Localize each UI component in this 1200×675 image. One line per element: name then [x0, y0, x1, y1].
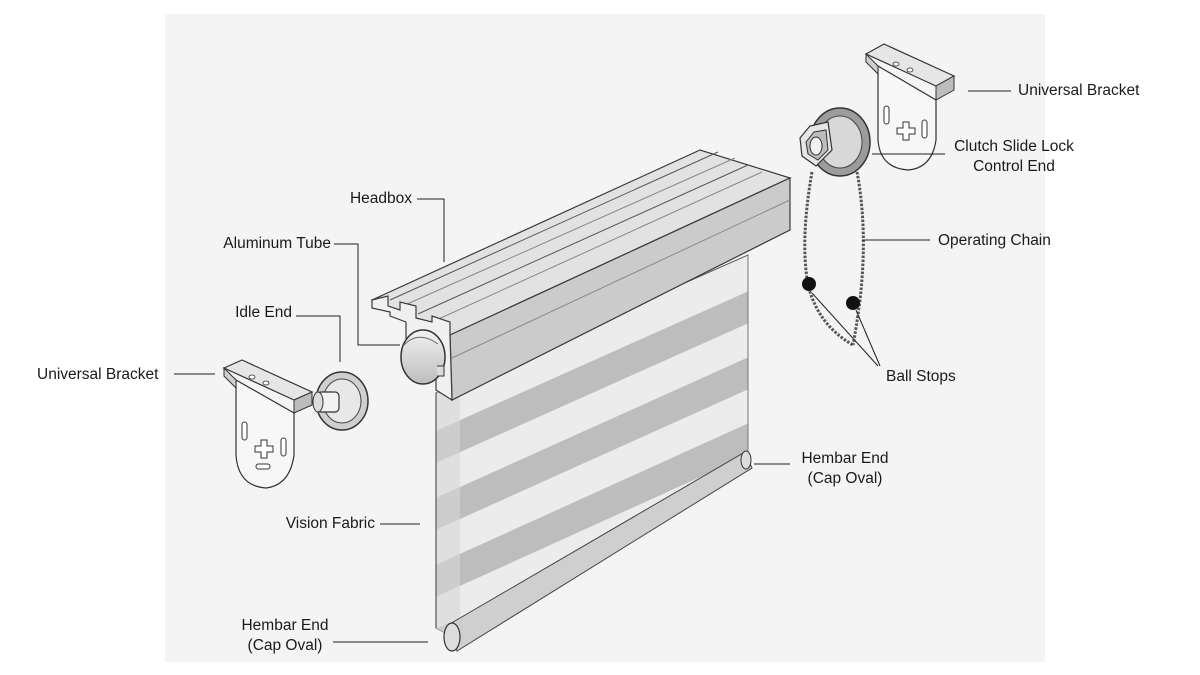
- label-clutch-control-end: Clutch Slide Lock Control End: [948, 137, 1080, 177]
- aluminum-tube: [400, 329, 446, 385]
- label-hembar-right-line1: Hembar End: [801, 450, 889, 467]
- label-hembar-bottom-line2: (Cap Oval): [247, 637, 323, 654]
- label-idle-end: Idle End: [235, 304, 292, 321]
- label-aluminum-tube: Aluminum Tube: [223, 235, 331, 252]
- label-hembar-end-bottom: Hembar End (Cap Oval): [230, 616, 340, 656]
- label-universal-bracket-right: Universal Bracket: [1018, 82, 1140, 99]
- hembar: [443, 450, 753, 652]
- label-operating-chain: Operating Chain: [938, 232, 1051, 249]
- label-headbox: Headbox: [349, 190, 412, 207]
- label-clutch-line1: Clutch Slide Lock: [954, 138, 1074, 155]
- universal-bracket-left-part: [222, 359, 314, 489]
- label-hembar-end-right: Hembar End (Cap Oval): [790, 449, 900, 489]
- label-ball-stops: Ball Stops: [886, 368, 956, 385]
- label-hembar-bottom-line1: Hembar End: [241, 617, 329, 634]
- operating-chain: [802, 171, 865, 347]
- leader-lines: [174, 90, 1011, 643]
- label-vision-fabric: Vision Fabric: [285, 515, 375, 532]
- universal-bracket-right-part: [864, 43, 956, 171]
- label-universal-bracket-left: Universal Bracket: [37, 366, 159, 383]
- hembar-cap-right: [740, 450, 752, 470]
- hembar-cap-bottom: [443, 622, 461, 652]
- ball-stop-1: [802, 277, 816, 291]
- label-hembar-right-line2: (Cap Oval): [807, 470, 883, 487]
- label-clutch-line2: Control End: [973, 158, 1055, 175]
- idle-end-part: [312, 371, 369, 431]
- headbox: [370, 149, 792, 402]
- ball-stop-2: [846, 296, 860, 310]
- clutch-control-end-part: [799, 107, 871, 177]
